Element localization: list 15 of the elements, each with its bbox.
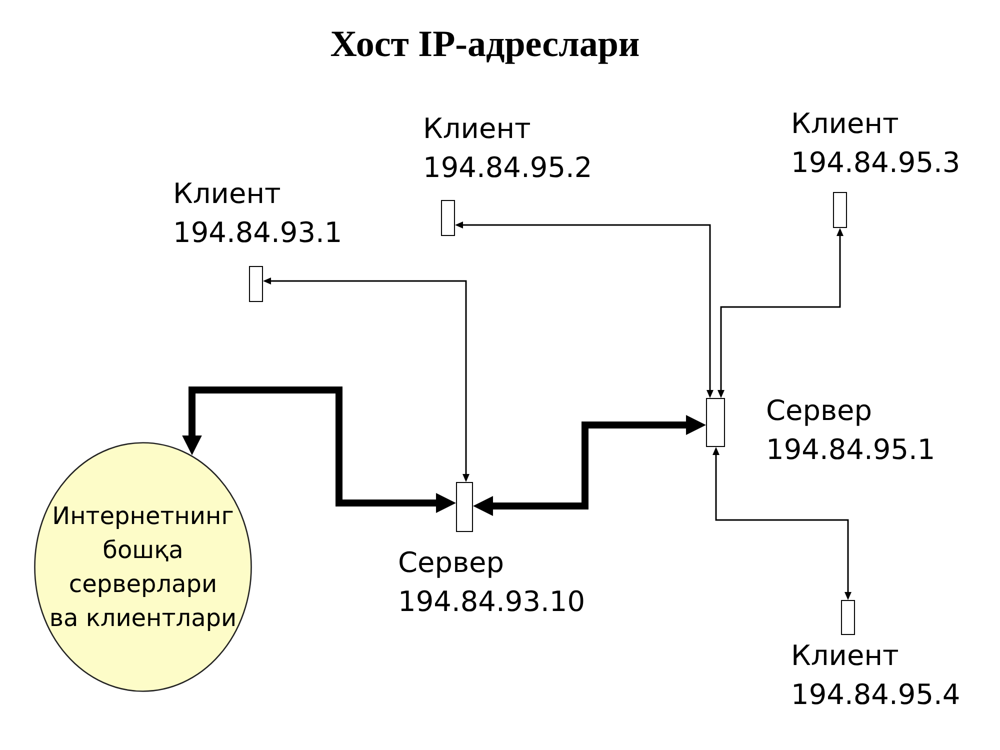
network-ellipse: [34, 442, 252, 692]
host-label: Сервер 194.84.95.1: [766, 393, 936, 468]
double-arrow: [712, 447, 852, 600]
double-arrow: [718, 228, 844, 398]
host-label: Клиент 194.84.95.2: [423, 111, 592, 186]
double-arrow: [263, 278, 470, 482]
host-label: Сервер 194.84.93.10: [398, 545, 586, 620]
host-label: Клиент 194.84.95.4: [791, 638, 960, 713]
double-arrow: [455, 222, 714, 398]
host-label: Клиент 194.84.95.3: [791, 106, 960, 181]
host-label: Клиент 194.84.93.1: [173, 176, 342, 251]
double-arrow: [182, 386, 456, 513]
node-text: Интернетнинг бошқа серверлари ва клиентлари: [49, 501, 237, 634]
double-arrow: [473, 415, 706, 516]
diagram-title: Хост IP-адреслари: [329, 23, 641, 67]
